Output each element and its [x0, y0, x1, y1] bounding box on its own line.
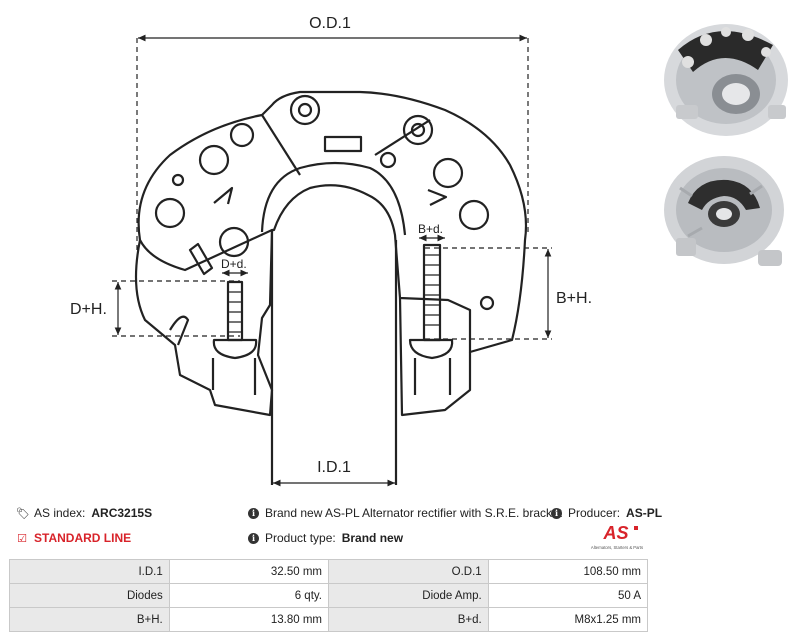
info-icon: i: [551, 507, 562, 519]
dd-label: D+d.: [221, 257, 247, 271]
check-square-icon: ☑: [17, 532, 27, 545]
alternator-rectifier-photo: [664, 24, 788, 136]
producer-value: AS-PL: [626, 506, 663, 520]
logo-mark: AS: [602, 523, 628, 543]
bd-label: B+d.: [418, 222, 443, 236]
od-label: O.D.1: [309, 15, 351, 32]
rectifier-technical-drawing: O.D.1 I.D.1 D+H. B+H. D+d. B+d.: [70, 15, 592, 487]
spec-value: 13.80 mm: [168, 607, 329, 632]
product-type-label: Product type:: [265, 531, 336, 545]
bh-label: B+H.: [556, 290, 592, 307]
id-label: I.D.1: [317, 459, 351, 476]
as-pl-logo: AS Alternators, Starters & Parts: [591, 523, 643, 550]
rectifier-outline: [137, 90, 528, 354]
spec-key: I.D.1: [9, 559, 170, 584]
spec-key: B+H.: [9, 607, 170, 632]
table-row: B+H. 13.80 mm B+d. M8x1.25 mm: [9, 607, 649, 632]
as-index-value: ARC3215S: [91, 506, 153, 520]
producer-row: i Producer: AS-PL: [551, 506, 662, 520]
spec-value: 50 A: [487, 583, 649, 608]
as-index-label: AS index:: [34, 506, 86, 520]
info-icon: i: [248, 532, 259, 544]
description-row: i Brand new AS-PL Alternator rectifier w…: [248, 506, 562, 520]
alternator-bracket-photo: [664, 156, 784, 266]
product-type-value: Brand new: [341, 531, 404, 545]
producer-label: Producer:: [568, 506, 621, 520]
standard-line-row: ☑ STANDARD LINE: [16, 531, 131, 545]
info-icon: i: [248, 507, 259, 519]
left-stud: [226, 280, 244, 342]
spec-value: 108.50 mm: [487, 559, 649, 584]
specs-table: I.D.1 32.50 mm O.D.1 108.50 mm Diodes 6 …: [9, 559, 649, 632]
right-stud: [422, 243, 442, 342]
table-row: Diodes 6 qty. Diode Amp. 50 A: [9, 583, 649, 608]
spec-value: 32.50 mm: [168, 559, 329, 584]
spec-value: 6 qty.: [168, 583, 329, 608]
table-row: I.D.1 32.50 mm O.D.1 108.50 mm: [9, 559, 649, 584]
spec-key: O.D.1: [327, 559, 489, 584]
spec-key: Diode Amp.: [327, 583, 489, 608]
dh-label: D+H.: [70, 301, 107, 318]
spec-key: B+d.: [327, 607, 489, 632]
as-index-row: 🏷︎ AS index: ARC3215S: [16, 506, 152, 520]
tags-icon: 🏷︎: [16, 507, 30, 520]
spec-key: Diodes: [9, 583, 170, 608]
standard-line-label: STANDARD LINE: [34, 531, 132, 545]
description-text: Brand new AS-PL Alternator rectifier wit…: [265, 506, 563, 520]
spec-value: M8x1.25 mm: [487, 607, 649, 632]
logo-tagline: Alternators, Starters & Parts: [591, 545, 643, 550]
product-type-row: i Product type: Brand new: [248, 531, 403, 545]
